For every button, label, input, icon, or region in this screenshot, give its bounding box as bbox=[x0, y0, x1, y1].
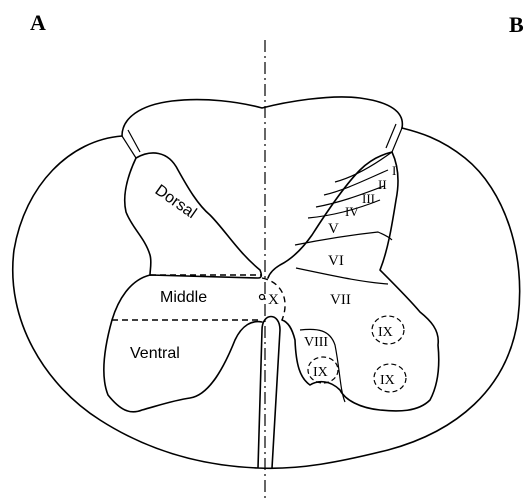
left-dorsal-horn-edge bbox=[125, 158, 151, 275]
panel-label-a: A bbox=[30, 10, 46, 35]
lamina-iii-label: III bbox=[362, 191, 375, 206]
dorsal-column-outline bbox=[122, 97, 402, 136]
region-ventral: Ventral bbox=[130, 345, 180, 362]
cord-outline bbox=[13, 128, 520, 468]
lamina-vii-label: VII bbox=[330, 292, 351, 308]
lamina-iv-label: IV bbox=[345, 204, 359, 219]
dorsal-root-entry-right bbox=[386, 124, 402, 152]
central-canal-marker bbox=[260, 295, 265, 300]
lamina-i-label: I bbox=[392, 163, 396, 178]
lamina-ii-label: II bbox=[378, 177, 387, 192]
lamina-viii-label: VIII bbox=[304, 335, 328, 350]
left-grey-matter bbox=[104, 153, 262, 412]
lamina-x-label: X bbox=[268, 292, 279, 308]
lamina-vi-label: VI bbox=[328, 253, 344, 269]
region-middle: Middle bbox=[160, 289, 207, 306]
panel-label-b: B bbox=[509, 12, 524, 37]
lamina-ix-label-1: IX bbox=[378, 325, 393, 340]
right-grey-matter bbox=[268, 152, 439, 411]
lamina-ix-label-2: IX bbox=[380, 373, 395, 388]
lamina-ix-label-3: IX bbox=[313, 365, 328, 380]
dorsal-root-entry-left bbox=[122, 130, 140, 158]
lamina-boundary-6 bbox=[296, 268, 388, 284]
region-dorsal: Dorsal bbox=[152, 182, 200, 222]
lamina-v-label: V bbox=[328, 221, 339, 237]
